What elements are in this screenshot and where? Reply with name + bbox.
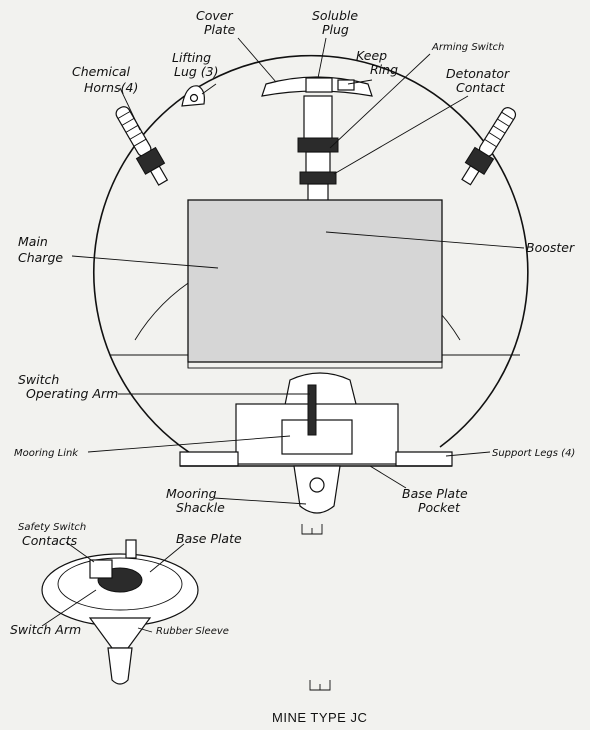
keep-ring [337, 79, 355, 91]
detonator-contact-label: Detonator Contact [446, 66, 513, 95]
rubber-sleeve-label: Rubber Sleeve [156, 626, 229, 637]
support-legs-label: Support Legs (4) [492, 448, 575, 459]
main-charge [187, 199, 443, 363]
base-plate-detail [41, 539, 199, 685]
arming-switch-label: Arming Switch [431, 42, 504, 53]
detail-post [125, 539, 137, 559]
lifting-lug-hole [189, 93, 199, 103]
leader-lines [41, 37, 525, 633]
chemical-horn-right [461, 107, 517, 186]
mooring-shackle-label: Mooring Shackle [166, 486, 225, 515]
booster-label: Booster [526, 240, 575, 255]
scale-mark-upper [301, 524, 323, 535]
switch-box [281, 419, 353, 455]
mine-sphere [93, 54, 529, 459]
switch-operating-arm-label: Switch Operating Arm [18, 372, 118, 401]
detail-shackle [107, 647, 133, 685]
lifting-lug-label: Lifting Lug (3) [172, 50, 219, 79]
charge-lower-edge [187, 361, 443, 369]
base-plate-label: Base Plate [176, 531, 242, 546]
cover-plate-label: Cover Plate [196, 8, 237, 37]
chemical-horn-left [115, 106, 169, 186]
switch-arm-label: Switch Arm [10, 622, 81, 637]
mooring-link [309, 477, 325, 493]
sphere-shell [93, 54, 529, 459]
main-charge-label: Main Charge [18, 234, 63, 265]
rubber-sleeve [88, 617, 152, 649]
switch-operating-arm [307, 384, 317, 436]
keep-ring-label: Keep Ring [356, 48, 398, 77]
soluble-plug [305, 77, 333, 93]
detail-safety-switch [89, 559, 113, 579]
chemical-horns-label: Chemical Horns(4) [72, 64, 138, 95]
scale-mark-lower [309, 680, 331, 691]
base-plate-pocket-label: Base Plate Pocket [402, 486, 472, 515]
mooring-link-label: Mooring Link [14, 448, 79, 459]
safety-switch-contacts-label: Safety Switch Contacts [18, 515, 91, 548]
diagram-title: MINE TYPE JC [272, 710, 367, 725]
lower-chamber [110, 354, 520, 368]
soluble-plug-label: Soluble Plug [312, 8, 362, 37]
